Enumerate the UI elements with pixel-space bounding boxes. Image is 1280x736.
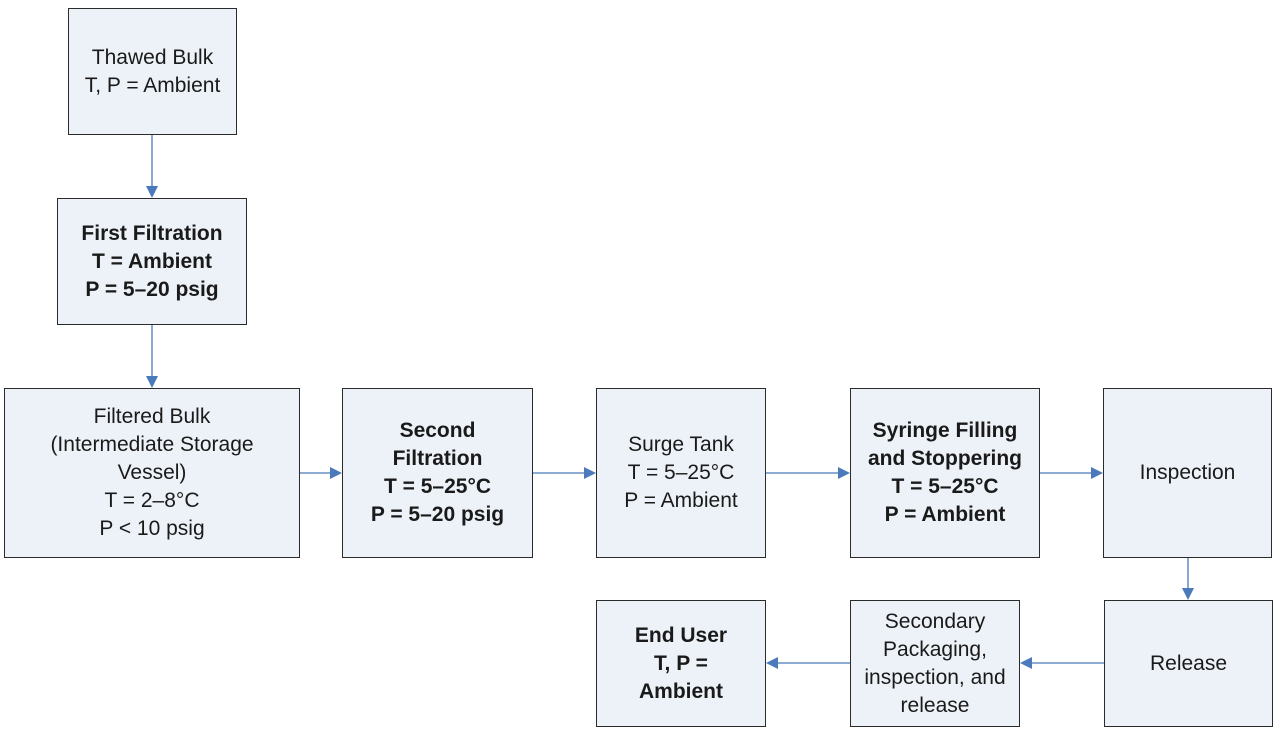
arrow-surge-tank-to-syringe-filling <box>766 467 850 479</box>
node-syringe-filling-line-3: T = 5–25°C <box>891 475 999 498</box>
node-filtered-bulk-line-4: T = 2–8°C <box>104 489 200 512</box>
node-syringe-filling: Syringe Filling and Stoppering T = 5–25°… <box>850 388 1040 558</box>
node-end-user: End User T, P = Ambient <box>596 600 766 727</box>
node-syringe-filling-line-4: P = Ambient <box>884 503 1006 526</box>
node-secondary-packaging-line-2: Packaging, <box>883 637 987 661</box>
node-thawed-bulk: Thawed Bulk T, P = Ambient <box>68 8 237 135</box>
node-second-filtration-line-1: Second <box>399 419 476 442</box>
node-end-user-line-3: Ambient <box>639 679 723 703</box>
node-filtered-bulk-line-2: (Intermediate Storage <box>50 433 254 456</box>
node-surge-tank-line-3: P = Ambient <box>624 489 738 512</box>
node-surge-tank-line-1: Surge Tank <box>628 433 734 456</box>
node-filtered-bulk-line-1: Filtered Bulk <box>93 405 211 428</box>
node-inspection-line-1: Inspection <box>1139 461 1236 484</box>
arrow-inspection-to-release <box>1182 558 1194 600</box>
arrow-secondary-packaging-to-end-user <box>766 657 850 669</box>
node-filtered-bulk-line-3: Vessel) <box>117 461 187 484</box>
arrow-syringe-filling-to-inspection <box>1040 467 1103 479</box>
node-first-filtration-line-1: First Filtration <box>81 221 223 245</box>
node-second-filtration-line-4: P = 5–20 psig <box>370 503 505 526</box>
node-surge-tank: Surge Tank T = 5–25°C P = Ambient <box>596 388 766 558</box>
node-secondary-packaging-line-1: Secondary <box>884 609 986 633</box>
node-first-filtration-line-2: T = Ambient <box>92 249 212 273</box>
node-second-filtration-line-2: Filtration <box>392 447 483 470</box>
node-first-filtration-line-3: P = 5–20 psig <box>85 277 219 301</box>
node-syringe-filling-line-2: and Stoppering <box>868 447 1022 470</box>
node-filtered-bulk: Filtered Bulk (Intermediate Storage Vess… <box>4 388 300 558</box>
node-end-user-line-2: T, P = <box>654 651 708 675</box>
arrow-second-filtration-to-surge-tank <box>533 467 596 479</box>
node-inspection: Inspection <box>1103 388 1272 558</box>
node-second-filtration-line-3: T = 5–25°C <box>383 475 492 498</box>
node-thawed-bulk-line-1: Thawed Bulk <box>91 45 214 69</box>
node-syringe-filling-line-1: Syringe Filling <box>872 419 1018 442</box>
node-first-filtration: First Filtration T = Ambient P = 5–20 ps… <box>57 198 247 325</box>
node-thawed-bulk-line-2: T, P = Ambient <box>84 73 221 97</box>
arrow-first-filtration-to-filtered-bulk <box>146 325 158 388</box>
node-second-filtration: Second Filtration T = 5–25°C P = 5–20 ps… <box>342 388 533 558</box>
node-secondary-packaging-line-3: inspection, and <box>864 665 1006 689</box>
node-release: Release <box>1104 600 1273 727</box>
arrow-release-to-secondary-packaging <box>1020 657 1104 669</box>
arrow-filtered-bulk-to-second-filtration <box>300 467 342 479</box>
node-secondary-packaging-line-4: release <box>900 693 970 717</box>
node-end-user-line-1: End User <box>634 623 728 647</box>
node-surge-tank-line-2: T = 5–25°C <box>627 461 735 484</box>
node-filtered-bulk-line-5: P < 10 psig <box>99 517 205 540</box>
node-release-line-1: Release <box>1149 651 1228 675</box>
node-secondary-packaging: Secondary Packaging, inspection, and rel… <box>850 600 1020 727</box>
arrow-thawed-to-first-filtration <box>146 135 158 198</box>
